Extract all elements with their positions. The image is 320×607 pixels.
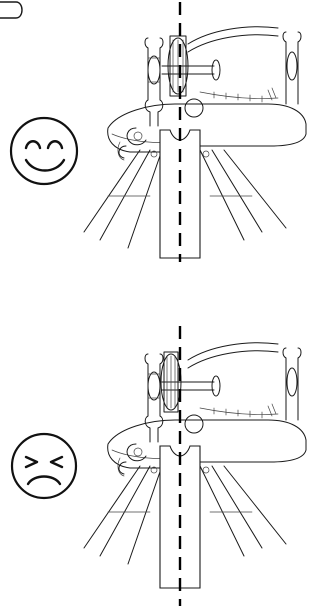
panel-misaligned bbox=[84, 326, 306, 606]
spinning-wheel-icon bbox=[84, 27, 306, 258]
frowning-face-icon bbox=[12, 434, 76, 498]
smiley-face-icon bbox=[11, 118, 77, 184]
corner-tab-shape bbox=[0, 2, 22, 18]
panel-aligned bbox=[11, 2, 306, 262]
spinning-wheel-icon bbox=[84, 343, 306, 588]
